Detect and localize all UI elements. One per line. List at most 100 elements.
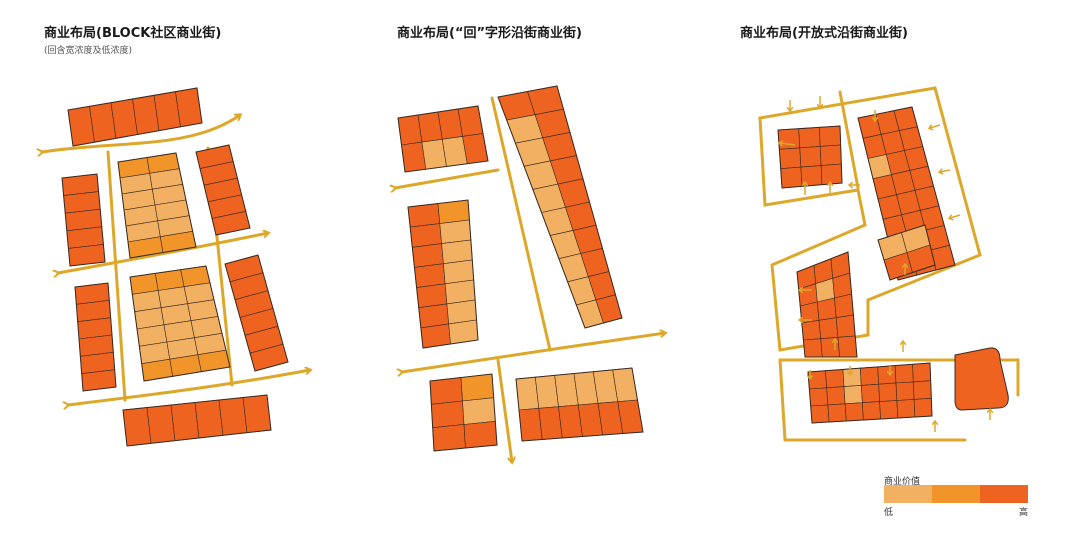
- block-cell: [170, 402, 200, 442]
- block-outline: [122, 394, 272, 447]
- block-cell: [912, 380, 932, 400]
- block-cell: [441, 239, 473, 265]
- p1-top-row: [67, 87, 203, 147]
- block-cell: [894, 363, 914, 384]
- block-outline: [117, 152, 197, 259]
- block-outline: [429, 373, 498, 452]
- block-outline: [74, 282, 117, 392]
- block-cell: [843, 385, 863, 405]
- block-cell: [432, 424, 466, 452]
- block-cell: [397, 114, 423, 146]
- legend-title: 商业价值: [884, 477, 921, 487]
- block-cell: [810, 404, 830, 424]
- block-outline: [61, 173, 106, 267]
- block-cell: [414, 263, 446, 288]
- p2-bottom-right: [515, 367, 644, 442]
- block-cell: [862, 401, 881, 421]
- road: [42, 115, 240, 152]
- block-cell: [463, 420, 498, 449]
- block-cell: [538, 406, 563, 440]
- block-cell: [401, 141, 427, 173]
- road: [68, 370, 310, 405]
- block-cell: [803, 338, 823, 358]
- block-cell: [912, 362, 932, 383]
- block-cell: [462, 397, 496, 425]
- block-cell: [825, 369, 845, 389]
- block-cell: [443, 259, 475, 285]
- block-outline: [67, 87, 203, 147]
- block-cell: [820, 336, 841, 358]
- road: [106, 150, 127, 402]
- block-cell: [826, 386, 846, 406]
- legend-mid-swatch: [932, 485, 980, 503]
- p2-top-left: [397, 105, 489, 173]
- legend-bar: [884, 485, 1028, 503]
- block-cell: [808, 387, 829, 407]
- block-cell: [444, 279, 476, 305]
- block-cell: [820, 163, 843, 186]
- p3-mid-right-wedge: [877, 224, 936, 281]
- road: [58, 233, 268, 273]
- access-arrow: [940, 170, 951, 172]
- p3-bottom-left: [807, 362, 933, 424]
- block-outline: [407, 199, 479, 349]
- block-cell: [835, 314, 856, 338]
- block-outline: [777, 125, 843, 189]
- block-cell: [799, 146, 822, 168]
- block-outline: [877, 224, 936, 281]
- p2-bottom-left: [429, 373, 498, 452]
- block-outline: [224, 254, 289, 372]
- p3-top-left: [777, 125, 843, 189]
- legend-high-swatch: [980, 485, 1028, 503]
- road: [402, 333, 665, 372]
- block-cell: [827, 403, 847, 423]
- p1-left-upper: [61, 173, 106, 267]
- road: [758, 86, 982, 352]
- p1-left-lower: [74, 282, 117, 392]
- block-cell: [429, 377, 463, 405]
- block-cell: [807, 370, 828, 390]
- panel-1-title: 商业布局(BLOCK社区商业街): [44, 26, 222, 41]
- p2-top-right: [497, 85, 623, 329]
- block-cell: [801, 319, 822, 341]
- block-cell: [777, 128, 801, 150]
- p1-center-lower: [129, 265, 231, 382]
- block-outline: [515, 367, 644, 442]
- block-cell: [878, 382, 898, 402]
- block-cell: [818, 125, 842, 147]
- block-cell: [218, 397, 248, 436]
- block-cell: [446, 299, 477, 325]
- block-outline: [497, 85, 623, 329]
- block-cell: [844, 402, 864, 422]
- p1-center-upper: [117, 152, 197, 259]
- legend-low-label: 低: [884, 508, 894, 518]
- block-cell: [816, 297, 837, 321]
- road: [496, 358, 512, 462]
- block-cell: [834, 293, 854, 319]
- access-arrow: [780, 143, 796, 145]
- p3-round-building: [954, 347, 1009, 411]
- block-cell: [859, 366, 880, 386]
- block-outline: [195, 144, 251, 236]
- block-outline: [397, 105, 489, 173]
- road: [838, 90, 860, 190]
- p1-bottom-row: [122, 394, 272, 447]
- panel-3-title: 商业布局(开放式沿街商业街): [740, 26, 908, 41]
- panel-2-title: 商业布局(“回”字形沿街商业街): [397, 26, 582, 41]
- block-cell: [896, 399, 916, 419]
- road: [395, 168, 500, 188]
- block-cell: [842, 367, 862, 387]
- block-cell: [411, 243, 444, 268]
- block-cell: [407, 203, 441, 228]
- access-arrow: [950, 215, 961, 218]
- road: [778, 358, 967, 442]
- block-cell: [409, 223, 442, 248]
- p2-left: [407, 199, 479, 349]
- block-cell: [460, 373, 495, 402]
- block-cell: [895, 381, 915, 401]
- block-cell: [437, 199, 470, 224]
- block-cell: [913, 397, 933, 418]
- legend-high-label: 高: [1019, 508, 1029, 518]
- block-cell: [518, 407, 543, 442]
